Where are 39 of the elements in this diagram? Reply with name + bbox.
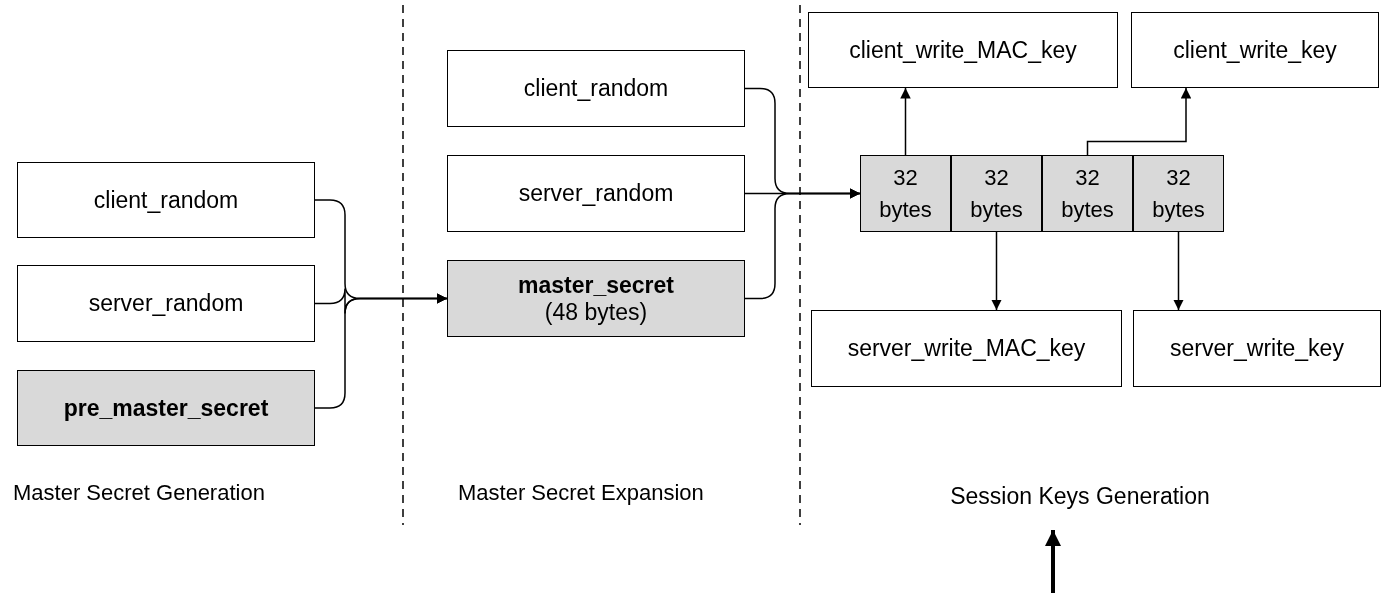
arrow <box>744 188 861 300</box>
node-label: pre_master_secret <box>63 394 269 422</box>
arrow <box>1045 530 1061 593</box>
byte-block <box>951 155 1042 232</box>
node-label: server_random <box>88 290 244 317</box>
key-box <box>17 162 315 238</box>
node-label: server_write_MAC_key <box>847 335 1086 362</box>
arrow <box>1173 231 1184 311</box>
arrow <box>1086 87 1192 156</box>
node-label: client_random <box>93 186 239 214</box>
arrow <box>900 87 911 156</box>
node-label: server_write_key <box>1170 335 1344 362</box>
arrow <box>314 293 448 409</box>
key-box <box>808 12 1118 88</box>
node-label: 32 bytes <box>1151 163 1206 224</box>
node-label: client_write_key <box>1173 36 1337 64</box>
arrow <box>991 231 1002 311</box>
node-label: server_random <box>518 180 674 207</box>
section-title: Session Keys Generation <box>950 482 1210 510</box>
key-box <box>1131 12 1379 88</box>
byte-block <box>1042 155 1133 232</box>
key-box <box>447 155 745 232</box>
node-label: client_write_MAC_key <box>849 36 1077 64</box>
section-title: Master Secret Generation <box>13 480 265 506</box>
node-label: client_random <box>523 75 669 102</box>
key-box <box>1133 310 1381 387</box>
key-box <box>17 265 315 342</box>
node-label: master_secret <box>518 271 674 299</box>
key-box <box>447 50 745 127</box>
byte-block <box>1133 155 1224 232</box>
section-title: Master Secret Expansion <box>458 480 704 506</box>
node-label: 32 bytes <box>1060 163 1115 224</box>
key-box <box>811 310 1122 387</box>
key-box <box>17 370 315 446</box>
node-label: 32 bytes <box>969 163 1024 224</box>
key-box <box>447 260 745 337</box>
node-label: (48 bytes) <box>544 298 648 326</box>
byte-block <box>860 155 951 232</box>
node-label: 32 bytes <box>878 163 933 224</box>
